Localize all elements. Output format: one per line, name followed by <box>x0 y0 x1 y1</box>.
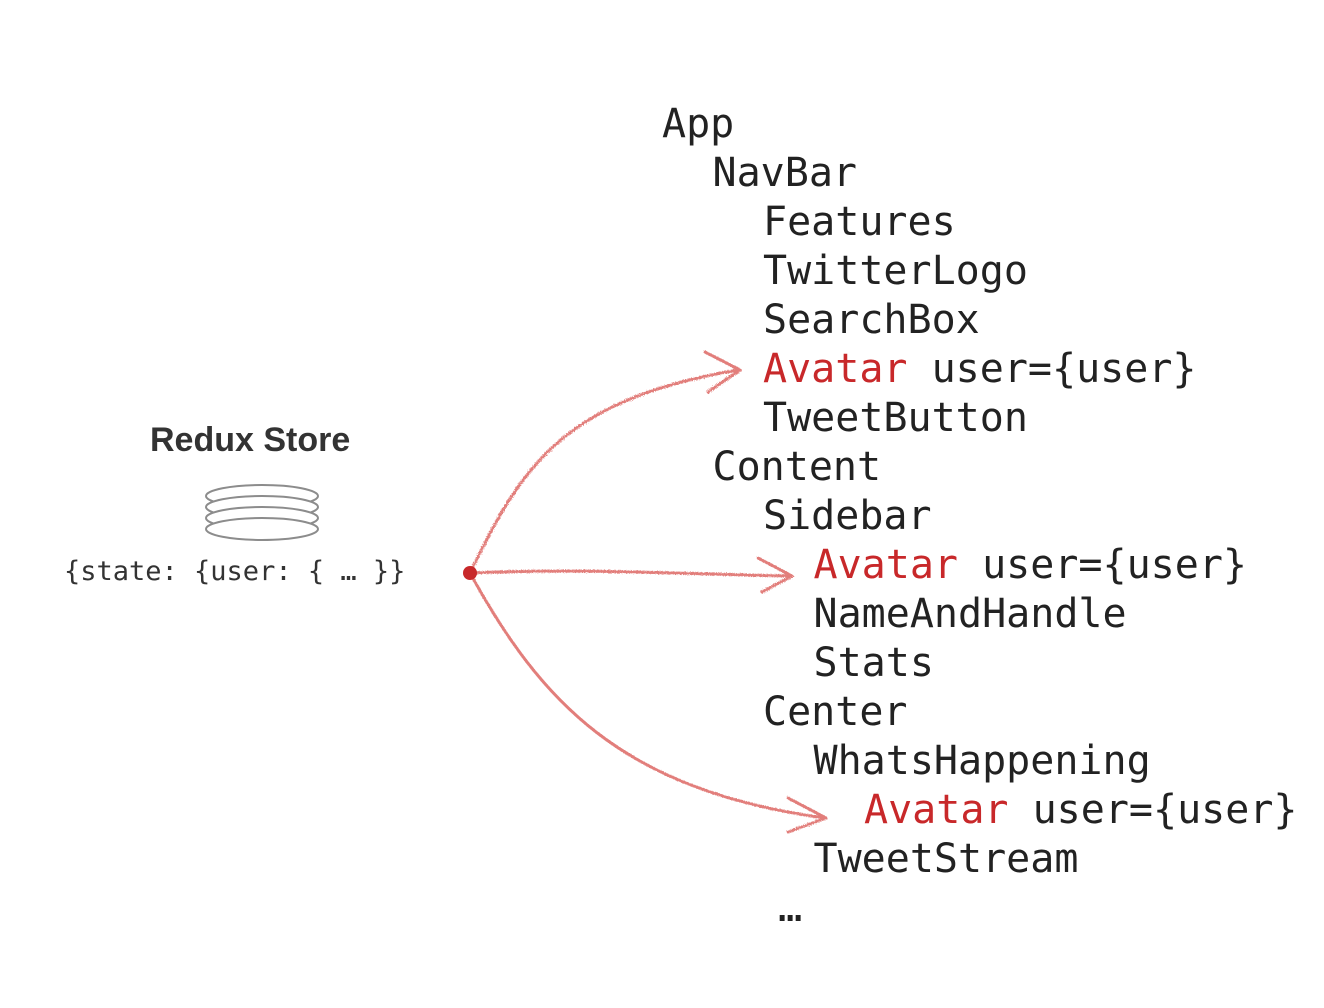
arrow-to-center-avatar <box>468 571 827 820</box>
component-name: Avatar <box>864 787 1009 833</box>
component-props: user={user} <box>958 542 1247 588</box>
tree-node-center-12: Center <box>763 688 908 737</box>
component-name: SearchBox <box>763 297 980 343</box>
store-connection-dot <box>463 566 477 580</box>
component-name: Avatar <box>763 346 908 392</box>
component-name: App <box>662 101 735 147</box>
tree-node-twitterlogo-3: TwitterLogo <box>763 247 1028 296</box>
tree-node-avatar-9: Avatar user={user} <box>814 541 1247 590</box>
arrow-to-navbar-avatar <box>468 368 740 575</box>
arrow-to-sidebar-avatar <box>468 569 792 578</box>
component-name: WhatsHappening <box>813 738 1151 784</box>
tree-node---16: … <box>778 884 802 933</box>
component-props: user={user} <box>1008 787 1298 833</box>
redux-store-title: Redux Store <box>150 421 351 459</box>
component-name: TweetButton <box>763 395 1028 441</box>
component-name: NameAndHandle <box>813 591 1127 637</box>
arrowhead-center-avatar <box>786 796 828 834</box>
store-state-text: {state: {user: { … }} <box>64 556 406 587</box>
arrowhead-navbar-avatar <box>703 350 742 394</box>
component-name: TwitterLogo <box>763 248 1028 294</box>
component-name: Content <box>712 444 882 490</box>
tree-node-whatshappening-13: WhatsHappening <box>814 737 1151 786</box>
tree-node-sidebar-8: Sidebar <box>763 492 932 541</box>
tree-node-tweetbutton-6: TweetButton <box>763 394 1028 443</box>
tree-node-avatar-5: Avatar user={user} <box>763 345 1196 394</box>
component-name: Center <box>763 689 908 735</box>
component-name: Stats <box>813 640 934 686</box>
component-name: Features <box>763 199 956 245</box>
component-name: … <box>778 885 803 931</box>
arrowhead-sidebar-avatar <box>756 556 794 594</box>
database-icon <box>205 484 319 541</box>
tree-node-tweetstream-15: TweetStream <box>814 835 1079 884</box>
tree-node-avatar-14: Avatar user={user} <box>864 786 1297 835</box>
component-props: user={user} <box>907 346 1197 392</box>
tree-node-navbar-1: NavBar <box>713 149 858 198</box>
component-name: Avatar <box>813 542 959 588</box>
tree-node-nameandhandle-10: NameAndHandle <box>814 590 1127 639</box>
tree-node-features-2: Features <box>763 198 956 247</box>
tree-node-stats-11: Stats <box>814 639 934 688</box>
tree-node-searchbox-4: SearchBox <box>763 296 980 345</box>
component-name: NavBar <box>712 150 858 196</box>
tree-node-content-7: Content <box>713 443 882 492</box>
tree-node-app-0: App <box>662 100 734 149</box>
component-name: TweetStream <box>813 836 1079 882</box>
component-name: Sidebar <box>763 493 932 539</box>
